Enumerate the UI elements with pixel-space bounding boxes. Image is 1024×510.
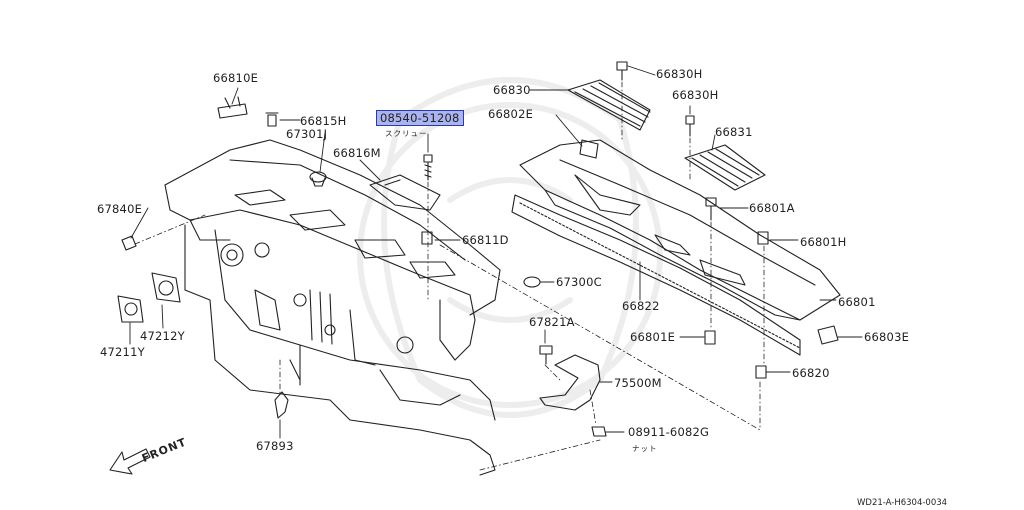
fasteners: [117, 61, 839, 437]
dash-panel: [164, 139, 501, 476]
alignment-lines: [134, 81, 765, 471]
front-arrow-icon: [109, 448, 151, 475]
label-66820: 66820: [792, 366, 830, 380]
drawing-code: WD21-A-H6304-0034: [857, 498, 948, 508]
label-66816M: 66816M: [333, 146, 381, 160]
label-47211Y: 47211Y: [100, 345, 145, 359]
label-66830H-top: 66830H: [656, 67, 703, 81]
label-nut-katakana: ナット: [632, 444, 658, 453]
label-66830: 66830: [493, 83, 531, 97]
label-66801A: 66801A: [749, 201, 795, 215]
label-67893: 67893: [256, 439, 294, 453]
cowl-top-panel: [511, 139, 841, 356]
label-08540-51208-highlighted: 08540-51208: [376, 110, 464, 126]
label-66815H: 66815H: [300, 114, 347, 128]
label-66801E: 66801E: [630, 330, 676, 344]
label-67301J: 67301J: [286, 127, 328, 141]
label-67821A: 67821A: [529, 315, 575, 329]
label-66801: 66801: [838, 295, 876, 309]
label-screw-katakana: スクリュー: [385, 129, 428, 138]
label-66802E: 66802E: [488, 107, 534, 121]
leader-lines: [129, 65, 863, 439]
label-66810E: 66810E: [213, 71, 259, 85]
label-66830H-second: 66830H: [672, 88, 719, 102]
cowl-grilles: [567, 79, 766, 191]
label-66811D: 66811D: [462, 233, 509, 247]
label-66831: 66831: [715, 125, 753, 139]
label-47212Y: 47212Y: [140, 329, 185, 343]
label-66803E: 66803E: [864, 330, 910, 344]
label-67840E: 67840E: [97, 202, 143, 216]
label-66822: 66822: [622, 299, 660, 313]
label-08911-6082G: 08911-6082G: [628, 425, 710, 439]
label-67300C: 67300C: [556, 275, 602, 289]
label-66801H: 66801H: [800, 235, 847, 249]
label-75500M: 75500M: [614, 376, 662, 390]
